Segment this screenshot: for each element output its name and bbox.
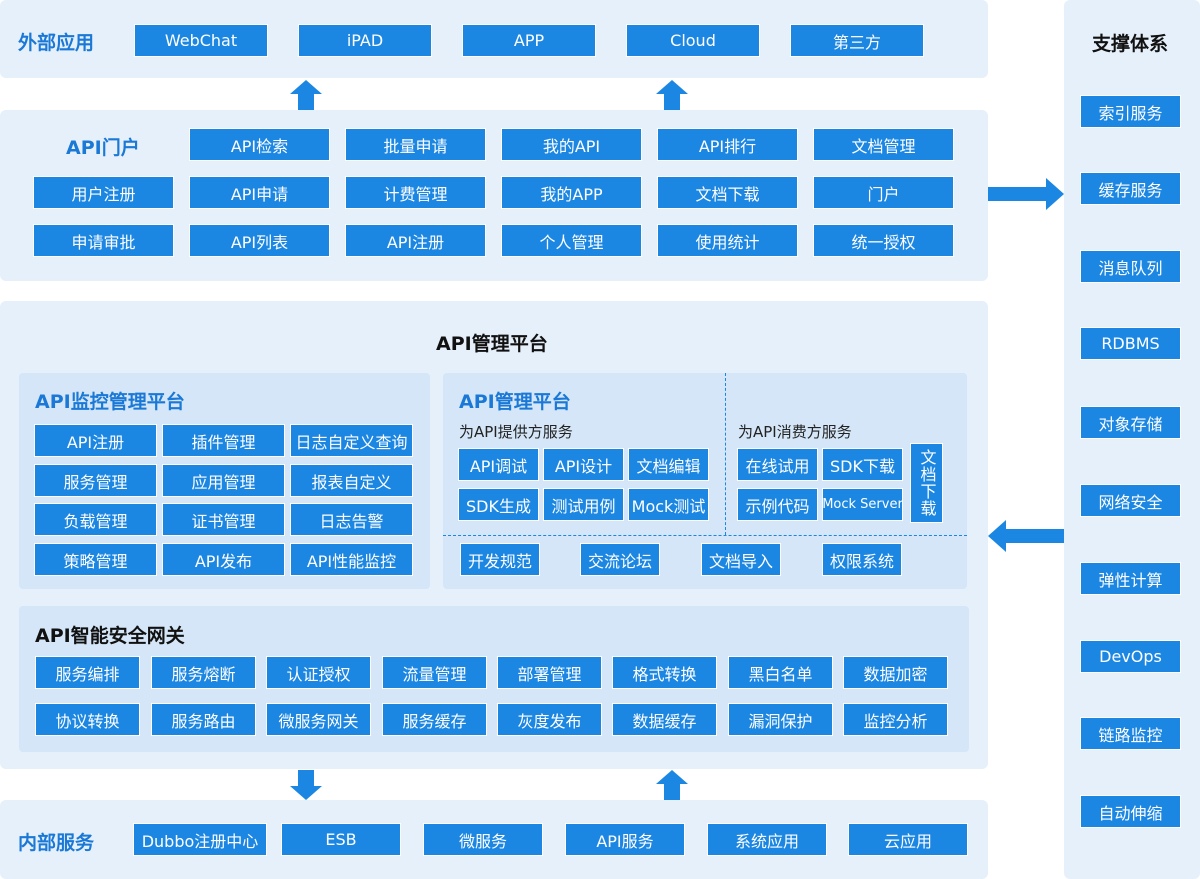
gateway-item[interactable]: 服务路由 xyxy=(151,703,256,736)
consumer-item[interactable]: 在线试用 xyxy=(737,448,818,481)
external-app-app[interactable]: APP xyxy=(462,24,596,57)
api-gateway-title: API智能安全网关 xyxy=(35,625,185,647)
consumer-label: 为API消费方服务 xyxy=(738,423,852,441)
doc-download-vertical[interactable]: 文档下载 xyxy=(910,443,943,523)
support-item[interactable]: 消息队列 xyxy=(1080,250,1181,283)
support-item[interactable]: 链路监控 xyxy=(1080,717,1181,750)
support-item[interactable]: DevOps xyxy=(1080,640,1181,673)
api-platform-title: API管理平台 xyxy=(436,333,548,355)
support-item[interactable]: 索引服务 xyxy=(1080,95,1181,128)
portal-item[interactable]: API申请 xyxy=(189,176,330,209)
consumer-item[interactable]: 示例代码 xyxy=(737,488,818,521)
arrow-up-icon xyxy=(656,770,688,800)
external-apps-title: 外部应用 xyxy=(18,32,95,54)
internal-service-item[interactable]: Dubbo注册中心 xyxy=(133,823,267,856)
api-monitor-title: API监控管理平台 xyxy=(35,391,185,413)
arrow-down-icon xyxy=(290,770,322,800)
external-app-third-party[interactable]: 第三方 xyxy=(790,24,924,57)
provider-item[interactable]: SDK生成 xyxy=(458,488,539,521)
gateway-item[interactable]: 认证授权 xyxy=(266,656,371,689)
portal-item[interactable]: API检索 xyxy=(189,128,330,161)
portal-item[interactable]: 计费管理 xyxy=(345,176,486,209)
mgmt-bottom-item[interactable]: 文档导入 xyxy=(701,543,781,576)
arrow-right-icon xyxy=(988,178,1064,210)
gateway-item[interactable]: 监控分析 xyxy=(843,703,948,736)
monitor-item[interactable]: 证书管理 xyxy=(162,503,285,536)
portal-item[interactable]: 申请审批 xyxy=(33,224,174,257)
support-item[interactable]: 弹性计算 xyxy=(1080,562,1181,595)
mgmt-bottom-item[interactable]: 权限系统 xyxy=(822,543,902,576)
internal-service-item[interactable]: 系统应用 xyxy=(707,823,827,856)
gateway-item[interactable]: 服务熔断 xyxy=(151,656,256,689)
monitor-item[interactable]: API发布 xyxy=(162,543,285,576)
gateway-item[interactable]: 格式转换 xyxy=(612,656,717,689)
portal-item[interactable]: 使用统计 xyxy=(657,224,798,257)
gateway-item[interactable]: 漏洞保护 xyxy=(728,703,833,736)
provider-item[interactable]: Mock测试 xyxy=(628,488,709,521)
mgmt-divider-vertical xyxy=(725,373,726,535)
gateway-item[interactable]: 协议转换 xyxy=(35,703,140,736)
gateway-item[interactable]: 数据加密 xyxy=(843,656,948,689)
portal-item[interactable]: 个人管理 xyxy=(501,224,642,257)
provider-item[interactable]: API调试 xyxy=(458,448,539,481)
internal-service-item[interactable]: API服务 xyxy=(565,823,685,856)
portal-item[interactable]: API排行 xyxy=(657,128,798,161)
gateway-item[interactable]: 灰度发布 xyxy=(497,703,602,736)
support-item[interactable]: 对象存储 xyxy=(1080,406,1181,439)
portal-item[interactable]: API注册 xyxy=(345,224,486,257)
internal-service-item[interactable]: 微服务 xyxy=(423,823,543,856)
arrow-left-icon xyxy=(988,520,1064,552)
gateway-item[interactable]: 流量管理 xyxy=(382,656,487,689)
monitor-item[interactable]: 日志告警 xyxy=(290,503,413,536)
monitor-item[interactable]: 服务管理 xyxy=(34,464,157,497)
consumer-item[interactable]: Mock Server xyxy=(822,488,903,521)
monitor-item[interactable]: 负载管理 xyxy=(34,503,157,536)
monitor-item[interactable]: 策略管理 xyxy=(34,543,157,576)
provider-item[interactable]: API设计 xyxy=(543,448,624,481)
portal-item[interactable]: 我的APP xyxy=(501,176,642,209)
api-portal-title: API门户 xyxy=(66,137,140,159)
internal-service-item[interactable]: ESB xyxy=(281,823,401,856)
support-system-title: 支撑体系 xyxy=(1092,33,1169,55)
provider-label: 为API提供方服务 xyxy=(459,423,573,441)
support-item[interactable]: RDBMS xyxy=(1080,327,1181,360)
external-app-ipad[interactable]: iPAD xyxy=(298,24,432,57)
portal-item[interactable]: API列表 xyxy=(189,224,330,257)
monitor-item[interactable]: 日志自定义查询 xyxy=(290,424,413,457)
support-item[interactable]: 自动伸缩 xyxy=(1080,795,1181,828)
arrow-up-icon xyxy=(290,80,322,110)
gateway-item[interactable]: 微服务网关 xyxy=(266,703,371,736)
support-item[interactable]: 缓存服务 xyxy=(1080,172,1181,205)
gateway-item[interactable]: 数据缓存 xyxy=(612,703,717,736)
external-app-cloud[interactable]: Cloud xyxy=(626,24,760,57)
consumer-item[interactable]: SDK下载 xyxy=(822,448,903,481)
mgmt-bottom-item[interactable]: 开发规范 xyxy=(460,543,540,576)
portal-item[interactable]: 我的API xyxy=(501,128,642,161)
internal-service-item[interactable]: 云应用 xyxy=(848,823,968,856)
portal-item[interactable]: 统一授权 xyxy=(813,224,954,257)
api-mgmt-title: API管理平台 xyxy=(459,391,571,413)
gateway-item[interactable]: 部署管理 xyxy=(497,656,602,689)
gateway-item[interactable]: 黑白名单 xyxy=(728,656,833,689)
mgmt-divider-horizontal xyxy=(443,535,967,536)
portal-item[interactable]: 门户 xyxy=(813,176,954,209)
provider-item[interactable]: 测试用例 xyxy=(543,488,624,521)
monitor-item[interactable]: API性能监控 xyxy=(290,543,413,576)
portal-item[interactable]: 用户注册 xyxy=(33,176,174,209)
monitor-item[interactable]: 报表自定义 xyxy=(290,464,413,497)
external-app-webchat[interactable]: WebChat xyxy=(134,24,268,57)
gateway-item[interactable]: 服务编排 xyxy=(35,656,140,689)
gateway-item[interactable]: 服务缓存 xyxy=(382,703,487,736)
portal-item[interactable]: 文档管理 xyxy=(813,128,954,161)
monitor-item[interactable]: API注册 xyxy=(34,424,157,457)
provider-item[interactable]: 文档编辑 xyxy=(628,448,709,481)
arrow-up-icon xyxy=(656,80,688,110)
portal-item[interactable]: 批量申请 xyxy=(345,128,486,161)
internal-services-title: 内部服务 xyxy=(18,832,95,854)
mgmt-bottom-item[interactable]: 交流论坛 xyxy=(580,543,660,576)
portal-item[interactable]: 文档下载 xyxy=(657,176,798,209)
monitor-item[interactable]: 应用管理 xyxy=(162,464,285,497)
support-item[interactable]: 网络安全 xyxy=(1080,484,1181,517)
monitor-item[interactable]: 插件管理 xyxy=(162,424,285,457)
